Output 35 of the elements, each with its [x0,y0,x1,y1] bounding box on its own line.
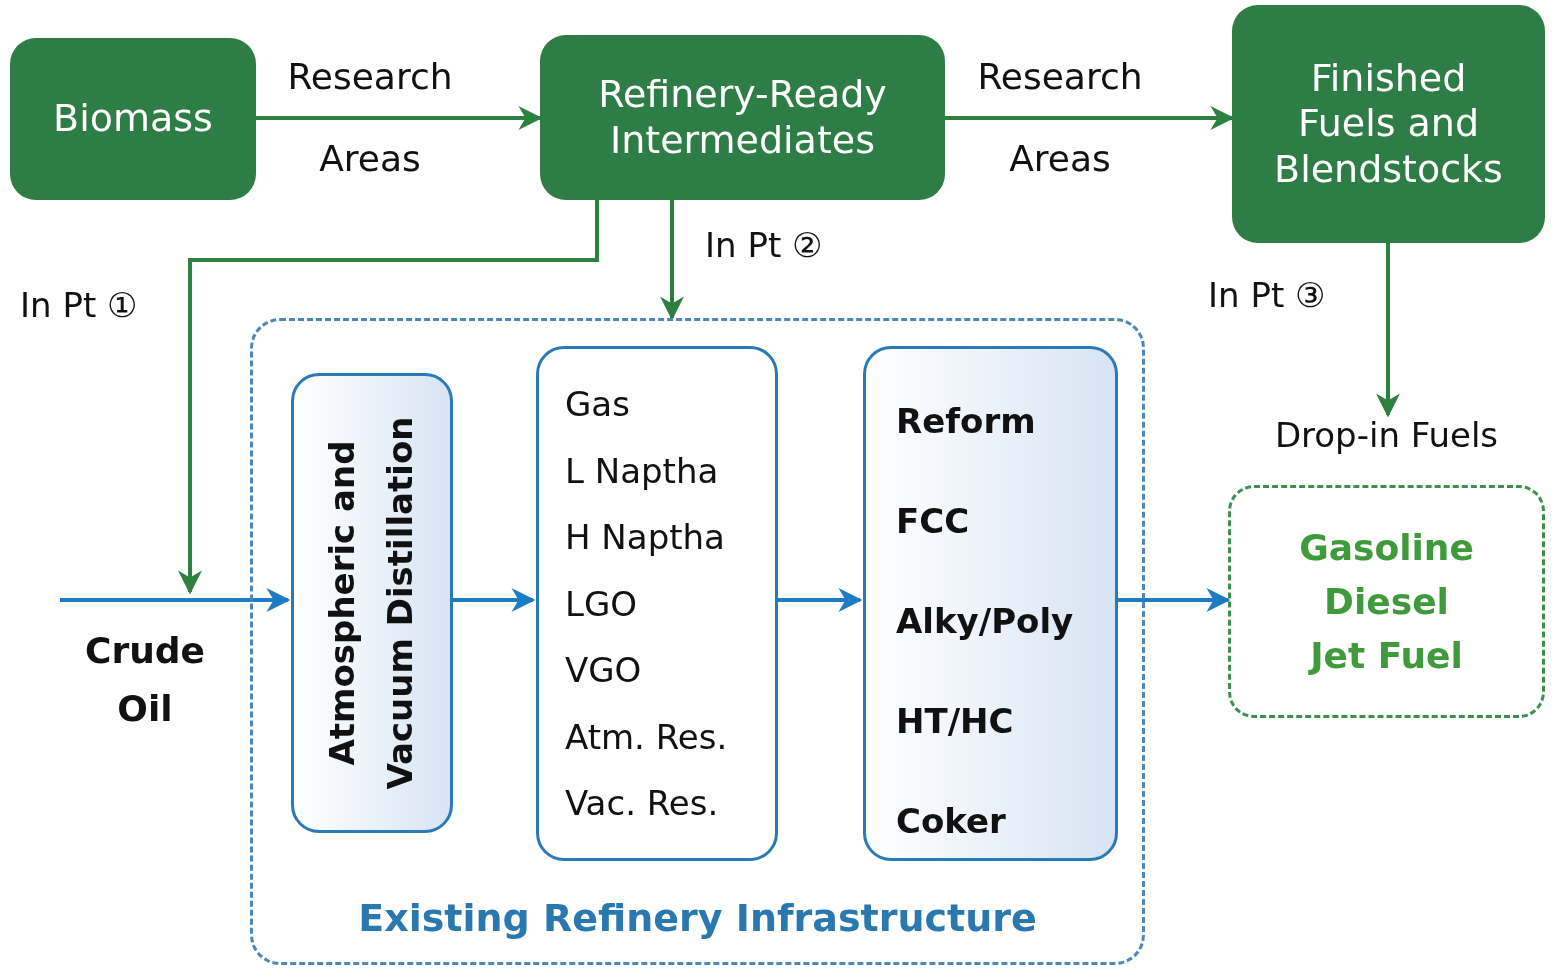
edge-label: Research Areas [286,55,454,181]
product-label: L Naptha [565,449,720,493]
distillation-box [291,373,453,833]
process-units-box [863,346,1118,861]
arrow [178,200,599,595]
arrow [1376,243,1400,418]
fuel-label: Jet Fuel [1310,633,1463,678]
process-box: Refinery-Ready Intermediates [540,35,945,200]
unit-label: Alky/Poly [896,600,1075,643]
product-label: Gas [565,383,631,426]
arrow [660,200,684,321]
group-heading: Drop-in Fuels [1273,415,1500,455]
unit-label: Coker [896,800,1007,843]
unit-label: HT/HC [896,700,1015,743]
infrastructure-region [250,318,1145,965]
product-label: H Naptha [565,516,726,559]
edge-label: In Pt ② [705,225,823,265]
product-label: Vac. Res. [565,782,720,825]
fuel-label: Diesel [1324,579,1449,624]
process-box: Biomass [10,38,256,200]
unit-label: Atmospheric and Vacuum Distillation [321,415,421,792]
product-label: Atm. Res. [565,715,729,759]
edge-label: In Pt ① [20,285,138,325]
product-label: LGO [565,582,639,626]
fuel-label: Gasoline [1299,525,1474,570]
process-box: Finished Fuels and Blendstocks [1232,5,1545,243]
unit-label: Reform [896,400,1037,443]
arrow [60,588,291,612]
edge-label: Research Areas [976,55,1144,181]
input-label: Crude Oil [84,629,206,731]
product-label: VGO [565,649,643,692]
product-list-box [536,346,778,861]
region-title: Existing Refinery Infrastructure [357,896,1038,940]
unit-label: FCC [896,500,971,543]
edge-label: In Pt ③ [1208,275,1326,315]
